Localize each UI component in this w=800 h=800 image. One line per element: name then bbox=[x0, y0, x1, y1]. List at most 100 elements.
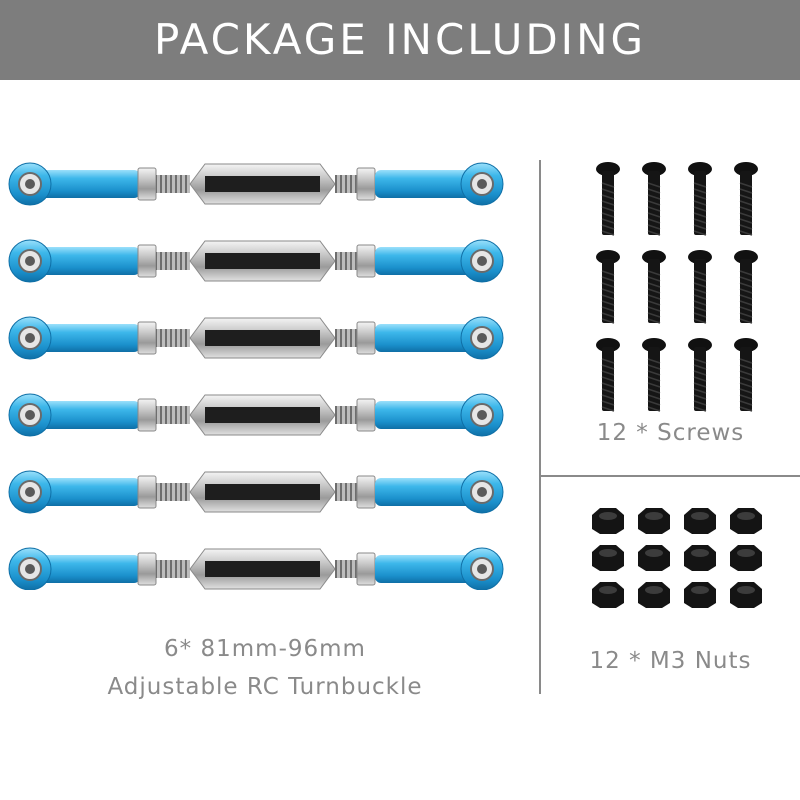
screw-thread bbox=[601, 312, 615, 318]
nut-hole bbox=[737, 586, 755, 594]
screw-thread bbox=[693, 388, 707, 394]
screws-caption: 12 * Screws bbox=[596, 420, 745, 446]
screw-thread bbox=[647, 358, 661, 364]
screw-thread bbox=[693, 218, 707, 224]
lock-nut-right bbox=[356, 167, 376, 201]
screw-thread bbox=[739, 282, 753, 288]
lock-nut-right bbox=[356, 552, 376, 586]
body-flat bbox=[205, 407, 320, 423]
turnbuckle bbox=[8, 316, 504, 360]
screw-thread bbox=[647, 318, 661, 324]
nut-body bbox=[730, 545, 762, 571]
lock-nut-right bbox=[356, 321, 376, 355]
screw-thread bbox=[647, 276, 661, 282]
nut-body bbox=[730, 508, 762, 534]
screw-thread bbox=[739, 388, 753, 394]
ball-hole-left bbox=[25, 410, 35, 420]
screw-head bbox=[596, 338, 620, 352]
rod-end-left bbox=[30, 170, 140, 198]
nut-hole bbox=[691, 549, 709, 557]
screw-head bbox=[596, 162, 620, 176]
nut bbox=[638, 508, 670, 534]
horizontal-divider bbox=[541, 475, 800, 477]
screw-thread bbox=[739, 364, 753, 370]
screw-thread bbox=[739, 358, 753, 364]
turnbuckle-caption-name: Adjustable RC Turnbuckle bbox=[107, 674, 423, 700]
screw bbox=[688, 338, 712, 412]
screw-thread bbox=[693, 364, 707, 370]
nut bbox=[730, 508, 762, 534]
screw-thread bbox=[739, 212, 753, 218]
turnbuckle bbox=[8, 162, 504, 206]
ball-hole-right bbox=[477, 487, 487, 497]
nut bbox=[592, 545, 624, 571]
screw-thread bbox=[601, 194, 615, 200]
nut bbox=[638, 545, 670, 571]
screw-thread bbox=[601, 394, 615, 400]
body-flat bbox=[205, 253, 320, 269]
screw-thread bbox=[601, 182, 615, 188]
lock-nut-right bbox=[356, 244, 376, 278]
screw-thread bbox=[647, 188, 661, 194]
screw bbox=[688, 250, 712, 324]
screw-thread bbox=[739, 206, 753, 212]
ball-hole-right bbox=[477, 333, 487, 343]
screw-thread bbox=[739, 182, 753, 188]
rod-end-left bbox=[30, 555, 140, 583]
screw-thread bbox=[601, 282, 615, 288]
thread-right bbox=[335, 329, 357, 347]
screw bbox=[642, 162, 666, 236]
screw-thread bbox=[693, 282, 707, 288]
nut-hole bbox=[599, 549, 617, 557]
screw-thread bbox=[601, 300, 615, 306]
turnbuckle-set-icon bbox=[8, 162, 504, 590]
page-title: PACKAGE INCLUDING bbox=[153, 15, 647, 64]
nut-hole bbox=[691, 586, 709, 594]
rod-end-right bbox=[375, 401, 485, 429]
nuts-image bbox=[580, 505, 780, 615]
screw-thread bbox=[647, 194, 661, 200]
screw-thread bbox=[647, 224, 661, 230]
screw-thread bbox=[601, 376, 615, 382]
screw-thread bbox=[601, 388, 615, 394]
nut-hole bbox=[599, 586, 617, 594]
screw-thread bbox=[647, 364, 661, 370]
turnbuckle bbox=[8, 239, 504, 283]
screw-thread bbox=[647, 294, 661, 300]
screw-thread bbox=[693, 230, 707, 236]
screw-thread bbox=[739, 224, 753, 230]
screw-thread bbox=[601, 370, 615, 376]
screw bbox=[734, 338, 758, 412]
screw-thread bbox=[693, 312, 707, 318]
screw bbox=[642, 338, 666, 412]
screw-thread bbox=[601, 212, 615, 218]
nut-hole bbox=[645, 586, 663, 594]
screw-thread bbox=[601, 294, 615, 300]
nut-hole bbox=[645, 512, 663, 520]
rod-end-right bbox=[375, 555, 485, 583]
screw bbox=[596, 338, 620, 412]
screw-thread bbox=[647, 394, 661, 400]
screw-thread bbox=[693, 276, 707, 282]
nut-hole bbox=[691, 512, 709, 520]
nut-body bbox=[684, 545, 716, 571]
nut bbox=[730, 582, 762, 608]
nut-body bbox=[638, 545, 670, 571]
thread-right bbox=[335, 483, 357, 501]
screw-thread bbox=[739, 306, 753, 312]
ball-hole-right bbox=[477, 564, 487, 574]
nut-set-icon bbox=[592, 508, 762, 608]
screw-thread bbox=[739, 406, 753, 412]
screw-head bbox=[596, 250, 620, 264]
screw-thread bbox=[647, 382, 661, 388]
screw-thread bbox=[693, 270, 707, 276]
screw bbox=[596, 250, 620, 324]
screw-thread bbox=[647, 212, 661, 218]
thread-right bbox=[335, 560, 357, 578]
nut-hole bbox=[599, 512, 617, 520]
screw-thread bbox=[601, 318, 615, 324]
nut bbox=[592, 508, 624, 534]
header-banner bbox=[0, 0, 800, 80]
screw-thread bbox=[601, 188, 615, 194]
nut-body bbox=[638, 582, 670, 608]
